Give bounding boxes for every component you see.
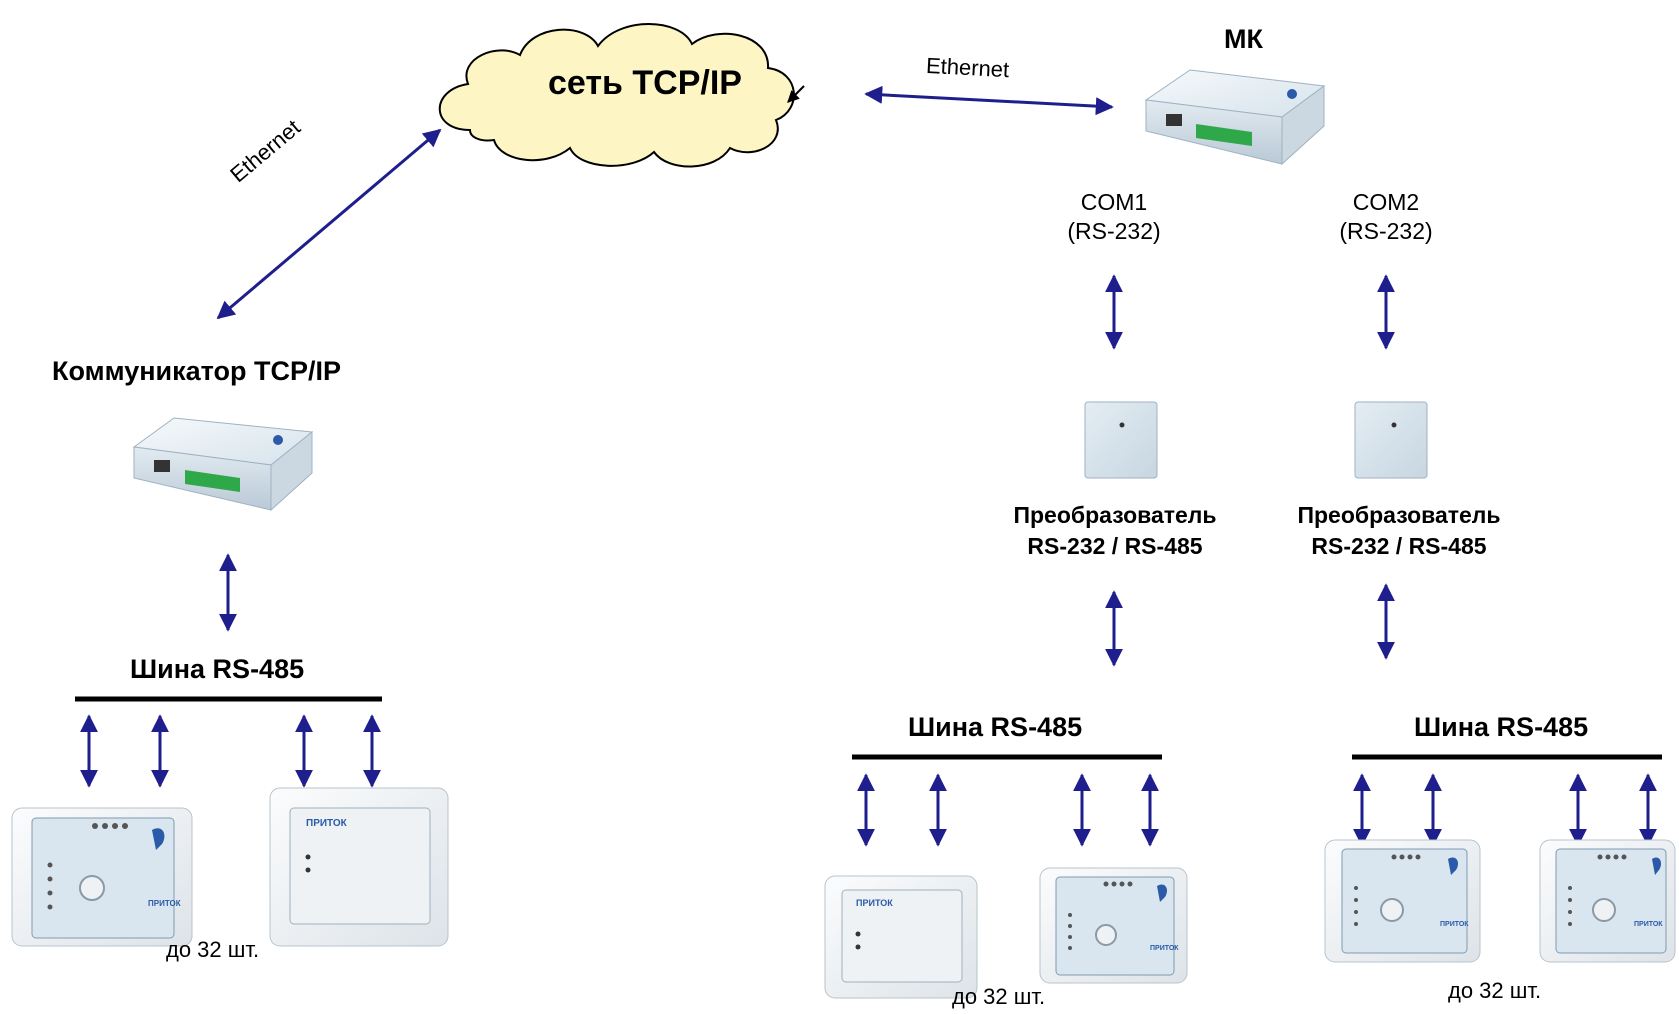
com2-line2: (RS-232) [1339,218,1433,244]
reader-device-left: ПРИТОК [11,807,193,947]
cloud-pointer-arrow [787,85,805,103]
reader-device-right-2: ПРИТОК [1539,839,1676,963]
bus-mid-count: до 32 шт. [952,984,1046,1009]
converter1-line1: Преобразователь [1013,502,1217,528]
bus-mid-label: Шина RS-485 [908,712,1083,742]
svg-text:ПРИТОК: ПРИТОК [1440,921,1469,928]
ethernet-right-label: Ethernet [925,52,1010,83]
communicator-device-image [132,417,314,512]
converter2-label: Преобразователь RS-232 / RS-485 [1288,500,1510,562]
converter1-label: Преобразователь RS-232 / RS-485 [1004,500,1226,562]
svg-text:ПРИТОК: ПРИТОК [148,899,181,908]
reader-device-mid: ПРИТОК [1039,867,1188,984]
communicator-label: Коммуникатор TCP/IP [52,356,342,386]
bus-right-count: до 32 шт. [1448,978,1542,1003]
bus-right-label: Шина RS-485 [1414,712,1589,742]
bus-left-count: до 32 шт. [166,937,260,962]
mk-label: МК [1224,24,1263,54]
com2-label: COM2 (RS-232) [1326,188,1446,246]
ethernet-link-right [864,85,1114,116]
converter2-line2: RS-232 / RS-485 [1311,533,1487,559]
cloud-label: сеть TCP/IP [548,64,742,102]
mk-device-image [1144,69,1326,166]
bus-left-label: Шина RS-485 [130,654,305,684]
svg-text:ПРИТОК: ПРИТОК [1150,945,1179,952]
com1-label: COM1 (RS-232) [1054,188,1174,246]
converter1-image [1084,401,1158,479]
enclosure-device-mid: ПРИТОК [824,875,978,999]
svg-text:ПРИТОК: ПРИТОК [306,818,348,829]
reader-device-right-1: ПРИТОК [1324,839,1481,963]
svg-text:ПРИТОК: ПРИТОК [856,898,893,908]
converter1-line2: RS-232 / RS-485 [1027,533,1203,559]
svg-text:ПРИТОК: ПРИТОК [1634,921,1663,928]
enclosure-device-left: ПРИТОК [269,787,449,947]
com1-line2: (RS-232) [1067,218,1161,244]
com1-line1: COM1 [1080,189,1148,215]
converter2-line1: Преобразователь [1297,502,1501,528]
ethernet-link-left [216,128,442,320]
tcpip-cloud [438,23,795,168]
converter2-image [1354,401,1428,479]
com2-line1: COM2 [1352,189,1420,215]
